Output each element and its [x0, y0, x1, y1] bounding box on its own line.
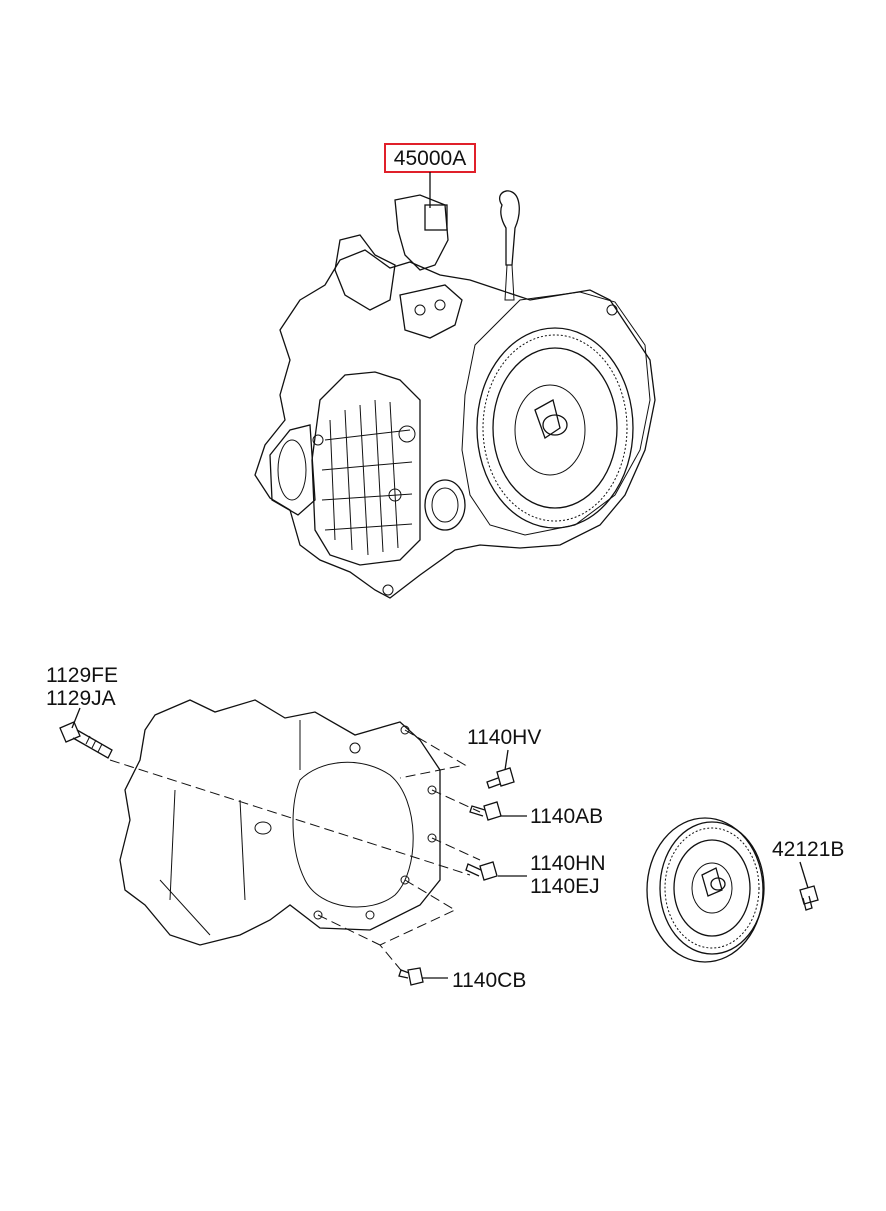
torque-converter-icon [646, 817, 765, 963]
callout-label-1140cb: 1140CB [452, 969, 526, 992]
bolt-part-1140hv[interactable]: 1140HV [467, 726, 541, 789]
leader-line [504, 749, 509, 771]
callout-45000a[interactable]: 45000A [384, 143, 476, 208]
callout-label-1140ej: 1140EJ [530, 875, 600, 898]
bolt-icon [398, 967, 424, 986]
transaxle-assembly-illustration [254, 190, 656, 599]
bolt-part-1140hn-1140ej[interactable]: 1140HN 1140EJ [465, 852, 606, 898]
bolt-part-1140ab[interactable]: 1140AB [469, 801, 603, 828]
bolt-icon [486, 767, 515, 789]
callout-label-1129fe: 1129FE [46, 664, 118, 687]
long-bolt-part[interactable]: 1129FE 1129JA [46, 664, 118, 759]
callout-label-1140hv: 1140HV [467, 726, 541, 749]
callout-label-1129ja: 1129JA [46, 687, 116, 710]
long-bolt-icon [59, 721, 113, 759]
bolt-icon [469, 801, 502, 821]
callout-label-main-assembly: 45000A [394, 147, 466, 170]
bolt-icon [799, 885, 819, 911]
bolt-part-1140cb[interactable]: 1140CB [398, 967, 526, 992]
leader-line [799, 861, 809, 889]
leader-line [71, 707, 81, 729]
callout-label-1140hn: 1140HN [530, 852, 606, 875]
torque-converter-part[interactable]: 42121B [646, 817, 844, 963]
bolt-icon [465, 861, 498, 881]
callout-label-42121b: 42121B [772, 838, 844, 861]
callout-label-1140ab: 1140AB [530, 805, 603, 828]
transaxle-outline-illustration [109, 699, 481, 976]
